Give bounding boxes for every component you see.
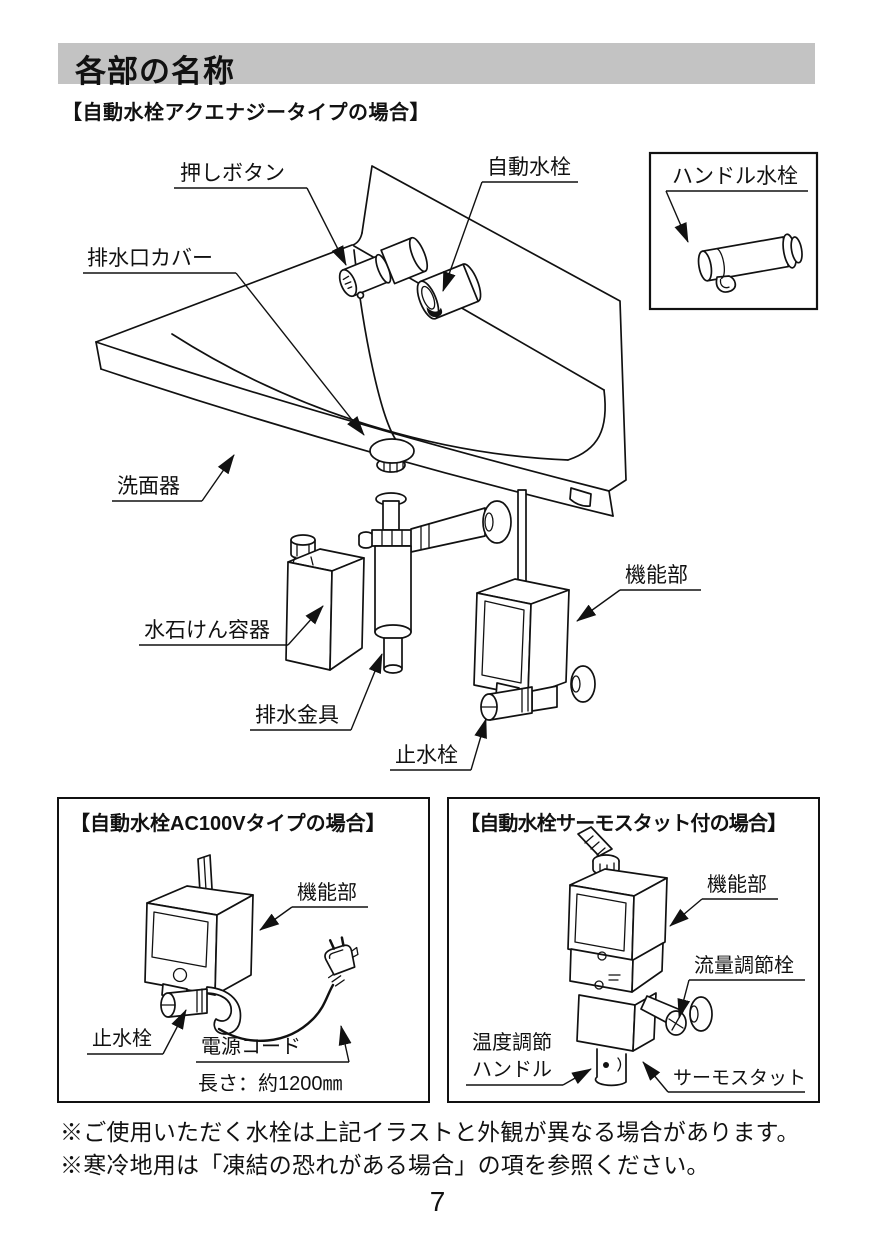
drain-fitting-drawing — [358, 492, 512, 674]
label-thermostat: サーモスタット — [673, 1067, 806, 1089]
label-function-unit: 機能部 — [625, 564, 688, 587]
thermostat-variant-box: 【自動水栓サーモスタット付の場合】 — [447, 797, 820, 1103]
label-ac100v-function-unit: 機能部 — [297, 881, 357, 904]
section-title: 各部の名称 — [75, 54, 235, 89]
handle-faucet-drawing — [697, 233, 803, 293]
handle-faucet-inset-box: ハンドル水栓 — [648, 151, 819, 311]
label-temp-handle-1: 温度調節 — [472, 1031, 552, 1054]
push-button-drawing — [338, 236, 429, 300]
main-diagram: ハンドル水栓 押しボタン 自動水栓 排水口カバー 洗面器 水石けん容器 排水金具 — [83, 151, 819, 771]
label-handle-faucet: ハンドル水栓 — [672, 165, 798, 188]
label-soap-container: 水石けん容器 — [144, 619, 270, 642]
footnotes: ※ご使用いただく水栓は上記イラストと外観が異なる場合があります。 ※寒冷地用は「… — [60, 1116, 800, 1182]
auto-faucet-drawing — [416, 263, 482, 320]
label-stop-valve: 止水栓 — [395, 744, 458, 767]
power-cord-drawing — [217, 936, 359, 1042]
thermostat-callouts: 機能部 流量調節栓 温度調節 ハンドル サーモスタット — [466, 873, 806, 1093]
section-header-bar: 各部の名称 — [58, 43, 815, 89]
diagram-subtitle: 【自動水栓アクエナジータイプの場合】 — [62, 102, 430, 124]
label-auto-faucet: 自動水栓 — [487, 156, 571, 179]
soap-container-drawing — [285, 534, 365, 671]
ac100v-box-title: 【自動水栓AC100Vタイプの場合】 — [70, 813, 386, 835]
ac100v-variant-box: 【自動水栓AC100Vタイプの場合】 — [57, 797, 430, 1103]
label-washbasin: 洗面器 — [117, 475, 180, 498]
thermostat-box-title: 【自動水栓サーモスタット付の場合】 — [460, 813, 787, 835]
label-flow-valve: 流量調節栓 — [694, 954, 794, 977]
washbasin-drawing — [95, 165, 627, 517]
main-callouts: 押しボタン 自動水栓 排水口カバー 洗面器 水石けん容器 排水金具 止水栓 機能… — [83, 156, 701, 771]
label-push-button: 押しボタン — [180, 162, 285, 185]
thermostat-drawing — [576, 992, 657, 1087]
page-number: 7 — [429, 1186, 446, 1217]
label-temp-handle-2: ハンドル — [472, 1059, 552, 1081]
footnote-line: ※ご使用いただく水栓は上記イラストと外観が異なる場合があります。 — [60, 1119, 800, 1145]
drain-cover-drawing — [369, 438, 415, 473]
footnote-line: ※寒冷地用は「凍結の恐れがある場合」の項を参照ください。 — [60, 1152, 710, 1178]
function-unit-drawing — [473, 489, 596, 721]
ac100v-function-unit-drawing — [144, 854, 254, 1035]
label-power-cord: 電源コード — [201, 1035, 301, 1058]
label-drain-fitting: 排水金具 — [255, 704, 339, 727]
label-thermo-function-unit: 機能部 — [707, 873, 767, 896]
label-ac100v-stop-valve: 止水栓 — [92, 1027, 152, 1050]
ac100v-callouts: 機能部 止水栓 電源コード 長さ：約1200㎜ — [87, 881, 368, 1095]
thermostat-function-unit-drawing — [567, 826, 668, 993]
label-cord-length: 長さ：約1200㎜ — [198, 1072, 343, 1095]
ac100v-diagram: 機能部 止水栓 電源コード 長さ：約1200㎜ — [87, 854, 368, 1095]
thermostat-diagram: 機能部 流量調節栓 温度調節 ハンドル サーモスタット — [466, 826, 806, 1093]
label-drain-cover: 排水口カバー — [87, 247, 213, 270]
